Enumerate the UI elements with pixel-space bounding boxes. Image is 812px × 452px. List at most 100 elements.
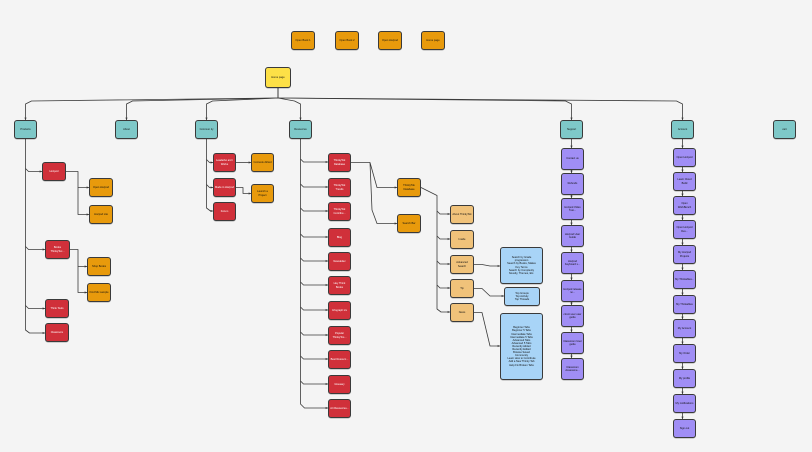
account-item-5[interactable]: My Thinkables...	[673, 270, 696, 289]
resources-item-8[interactable]: Best Resourc...	[328, 350, 351, 369]
account-item-10[interactable]: My notifications	[673, 394, 696, 413]
connector-line	[25, 305, 45, 309]
connector-line	[206, 88, 279, 120]
products-books[interactable]: Books ThinkyTec...	[45, 240, 70, 259]
account-item-2[interactable]: Open WorkBench	[673, 196, 696, 215]
resources-sub-database[interactable]: ThinkyTok Database	[397, 178, 421, 197]
resources-item-9[interactable]: Glossary	[328, 375, 351, 394]
account-item-4[interactable]: My Hozpod Projects	[673, 245, 696, 264]
support-item-0[interactable]: Contact us	[561, 148, 584, 170]
resources-sub-search[interactable]: Search Bar	[397, 214, 421, 233]
resources-info-2-label: Beginner Tabs Beginner 5 Tabs Intermedia…	[507, 326, 536, 367]
community-made-in[interactable]: Made in Hozpod	[213, 178, 236, 197]
resources-info-1[interactable]: Top Groups Top Activity Top Threads	[504, 287, 540, 306]
level1-node-5[interactable]: Account	[671, 120, 694, 139]
account-item-8[interactable]: My Order	[673, 344, 696, 363]
resources-item-1-label: ThinkyTok Trends	[333, 184, 346, 191]
connector-line	[25, 246, 45, 250]
support-item-2-label: Hozpod Video Tuto...	[564, 205, 581, 212]
resources-item-6[interactable]: Infograph ics	[328, 301, 351, 320]
resources-leaf-2-label: Advanced Search	[456, 261, 468, 268]
resources-leaf-2[interactable]: Advanced Search	[450, 255, 474, 274]
level1-node-0-label: Products	[20, 127, 31, 131]
community-leaderboard-label: Leaderbo ard / Works	[216, 159, 233, 166]
community-forum[interactable]: Forum	[213, 202, 236, 221]
support-item-6[interactable]: ciront user user guide	[561, 305, 584, 327]
resources-item-8-label: Best Resourc...	[330, 357, 349, 361]
resources-leaf-1[interactable]: Inside	[450, 230, 474, 249]
products-classroom[interactable]: Classroom	[45, 323, 69, 342]
products-think-tools[interactable]: Think Tools	[45, 299, 69, 318]
level1-node-4[interactable]: Support	[560, 120, 583, 139]
account-item-9-label: My profile	[678, 376, 691, 380]
support-item-4[interactable]: Hozpod Keyboard s...	[561, 252, 584, 274]
account-item-11[interactable]: Sign out	[673, 419, 696, 438]
level1-node-0[interactable]: Products	[14, 120, 37, 139]
community-launch[interactable]: Launch a Project	[251, 184, 274, 203]
community-leaderboard[interactable]: Leaderbo ard / Works	[213, 153, 236, 172]
support-item-3[interactable]: Hozpod User Guide	[561, 225, 584, 247]
products-books-label: Books ThinkyTec...	[50, 246, 65, 253]
connector-line	[300, 257, 328, 262]
products-kind-mix[interactable]: Kind Mix sample	[87, 283, 111, 302]
connector-line	[277, 88, 301, 120]
level1-node-3[interactable]: Resources	[289, 120, 312, 139]
connector-line	[277, 88, 572, 120]
resources-item-10[interactable]: Art Resources...	[328, 399, 351, 418]
resources-item-3[interactable]: Blog	[328, 228, 351, 247]
support-item-7[interactable]: Classroom User guide	[561, 332, 584, 354]
support-item-8-label: Classroom Assessme...	[565, 365, 580, 372]
resources-item-0-label: ThinkyTok Database	[333, 159, 346, 166]
connector-line	[277, 88, 683, 120]
resources-info-2[interactable]: Beginner Tabs Beginner 5 Tabs Intermedia…	[500, 313, 543, 380]
account-item-7[interactable]: My Account	[673, 319, 696, 338]
community-contests[interactable]: Contests dirtied	[251, 153, 274, 172]
products-shop-books[interactable]: Shop Books	[87, 257, 111, 276]
resources-item-0[interactable]: ThinkyTok Database	[328, 153, 351, 172]
account-item-6-label: My Thinkables	[676, 302, 693, 306]
resources-item-7[interactable]: Popular ThinkyTos...	[328, 326, 351, 345]
top-node-1[interactable]: Open Book 1	[291, 31, 315, 50]
resources-item-7-label: Popular ThinkyTos...	[332, 332, 347, 339]
account-item-9[interactable]: My profile	[673, 369, 696, 388]
top-node-2-label: Open Book 2	[339, 38, 355, 42]
support-item-5-label: Hozpod release no...	[563, 287, 582, 294]
resources-item-2-label: ThinkyTok Contribu...	[333, 208, 346, 215]
resources-item-2[interactable]: ThinkyTok Contribu...	[328, 202, 351, 221]
account-item-1-label: Learn Cloud Build	[677, 178, 692, 185]
products-open-hozpod[interactable]: Open Hozpod	[89, 178, 113, 197]
resources-info-0[interactable]: Search by Grade progression Search by Bo…	[500, 247, 543, 284]
products-shop-books-label: Shop Books	[92, 264, 106, 268]
top-node-2[interactable]: Open Book 2	[335, 31, 359, 50]
resources-info-0-label: Search by Grade progression Search by Bo…	[507, 256, 536, 275]
support-item-1[interactable]: Refunds	[561, 173, 584, 195]
account-item-0[interactable]: Open Hozpod	[673, 148, 696, 167]
level1-node-1[interactable]: About	[115, 120, 138, 139]
community-made-in-label: Made in Hozpod	[215, 185, 234, 189]
products-hozpod-lite[interactable]: Hozpod Lite	[89, 205, 113, 224]
support-item-2[interactable]: Hozpod Video Tuto...	[561, 198, 584, 220]
resources-item-1[interactable]: ThinkyTok Trends	[328, 178, 351, 197]
account-item-3[interactable]: Open Hozpod Dev...	[673, 220, 696, 239]
connector-line	[300, 380, 328, 385]
level1-node-5-label: Account	[677, 127, 688, 131]
connector-line	[436, 210, 450, 215]
support-item-8[interactable]: Classroom Assessme...	[561, 358, 584, 380]
resources-leaf-0[interactable]: About ThinkyTok	[450, 205, 474, 224]
top-node-3[interactable]: Open Hozpod	[378, 31, 402, 50]
resources-item-4[interactable]: Newsletter	[328, 252, 351, 271]
home-page-node[interactable]: Home page	[265, 67, 291, 88]
account-item-1[interactable]: Learn Cloud Build	[673, 172, 696, 191]
resources-leaf-3-label: Tip	[460, 286, 464, 290]
support-item-6-label: ciront user user guide	[563, 312, 582, 319]
level1-node-6[interactable]: cart	[773, 120, 796, 139]
support-item-5[interactable]: Hozpod release no...	[561, 280, 584, 302]
products-hozpod[interactable]: Hozpod	[42, 162, 66, 181]
resources-leaf-3[interactable]: Tip	[450, 279, 474, 298]
account-item-6[interactable]: My Thinkables	[673, 295, 696, 314]
level1-node-2[interactable]: Commun ity	[195, 120, 218, 139]
top-node-4[interactable]: Home page	[421, 31, 445, 50]
connector-line	[300, 183, 328, 188]
resources-item-5[interactable]: Hey Think Books	[328, 276, 351, 295]
resources-leaf-4[interactable]: News	[450, 303, 474, 322]
